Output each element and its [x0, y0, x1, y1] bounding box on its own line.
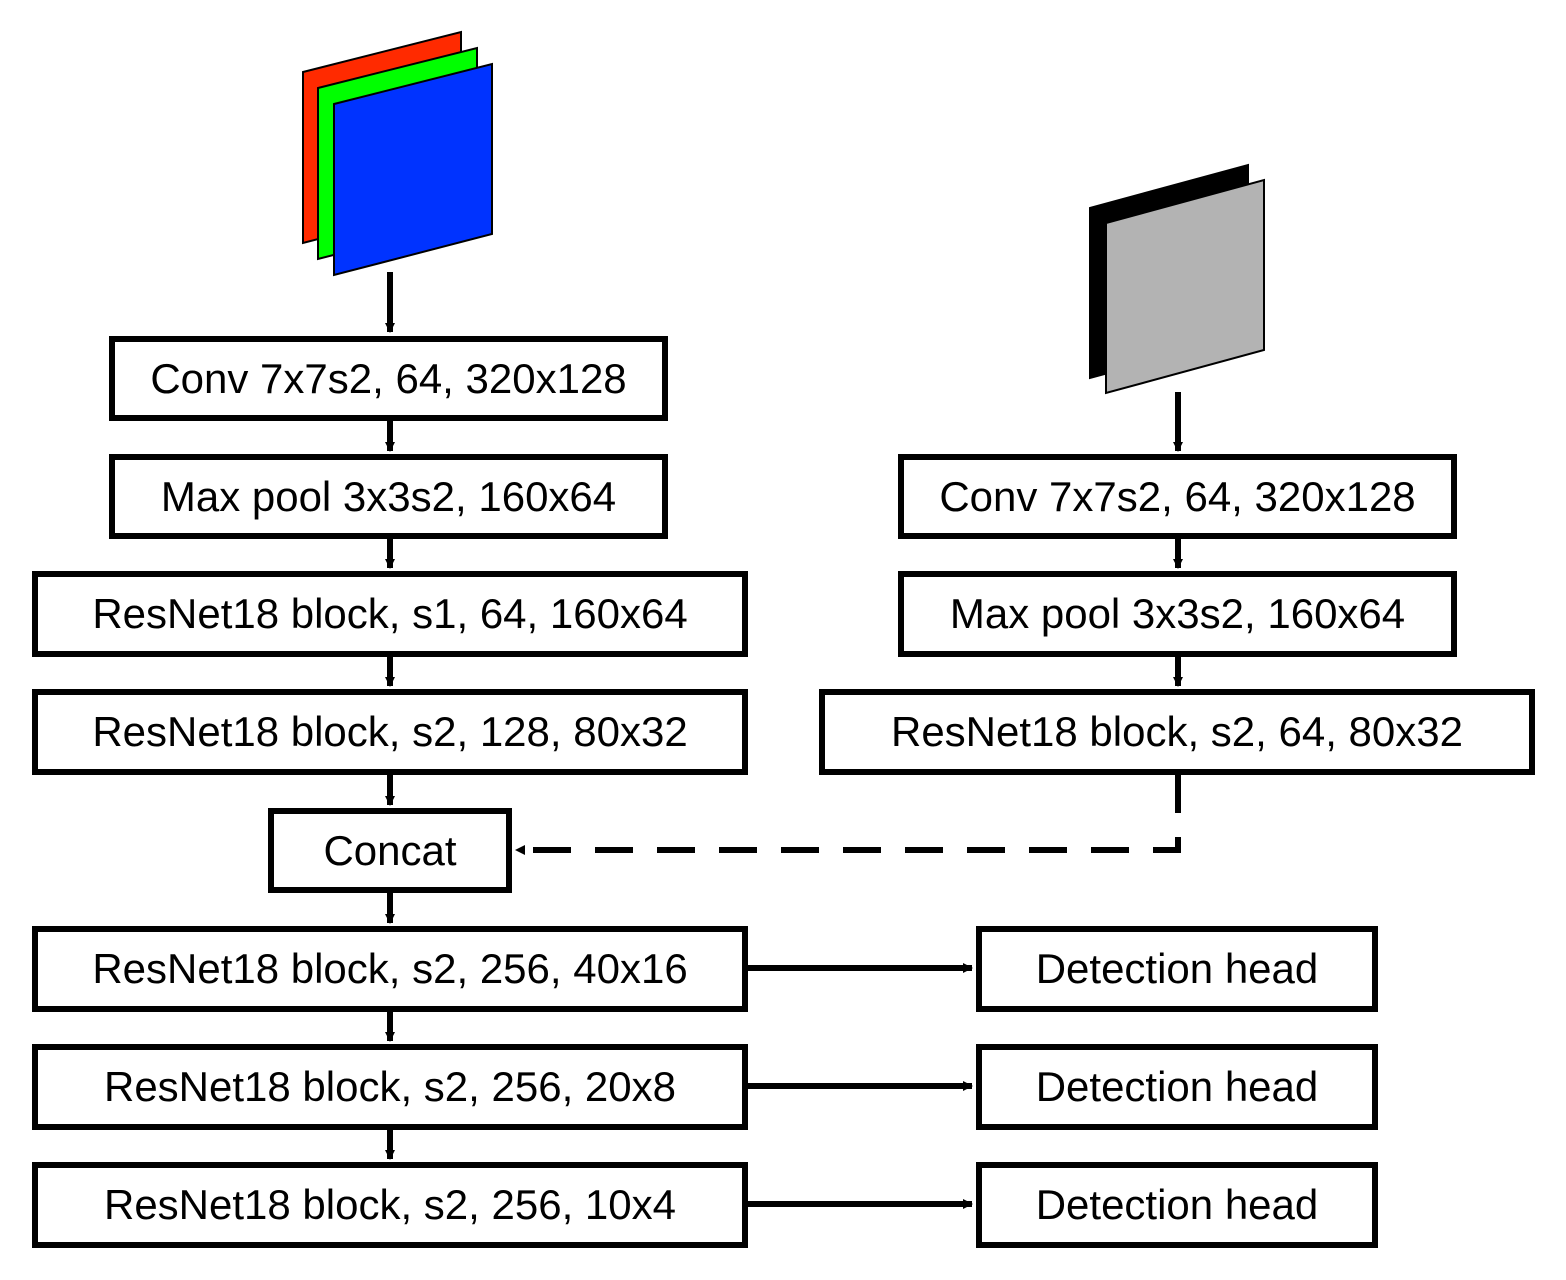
conv-box-left: Conv 7x7s2, 64, 320x128	[109, 336, 668, 421]
resnet-block-right-box: ResNet18 block, s2, 64, 80x32	[819, 689, 1535, 775]
depth-input-stack	[1089, 163, 1265, 395]
resnet-block4-box: ResNet18 block, s2, 256, 20x8	[32, 1044, 748, 1130]
blue-channel	[333, 62, 493, 277]
gray-channel	[1105, 178, 1265, 395]
dashed-arrow-to-concat	[515, 775, 1181, 855]
resnet-block2-box: ResNet18 block, s2, 128, 80x32	[32, 689, 748, 775]
resnet-block5-box: ResNet18 block, s2, 256, 10x4	[32, 1162, 748, 1248]
resnet-block1-box: ResNet18 block, s1, 64, 160x64	[32, 571, 748, 657]
concat-box: Concat	[268, 808, 512, 893]
detection-head-2: Detection head	[976, 1044, 1378, 1130]
detection-head-3: Detection head	[976, 1162, 1378, 1248]
resnet-block3-box: ResNet18 block, s2, 256, 40x16	[32, 926, 748, 1012]
maxpool-box-left: Max pool 3x3s2, 160x64	[109, 454, 668, 539]
maxpool-box-right: Max pool 3x3s2, 160x64	[898, 571, 1457, 657]
rgb-input-stack	[302, 30, 493, 277]
detection-head-1: Detection head	[976, 926, 1378, 1012]
conv-box-right: Conv 7x7s2, 64, 320x128	[898, 454, 1457, 539]
